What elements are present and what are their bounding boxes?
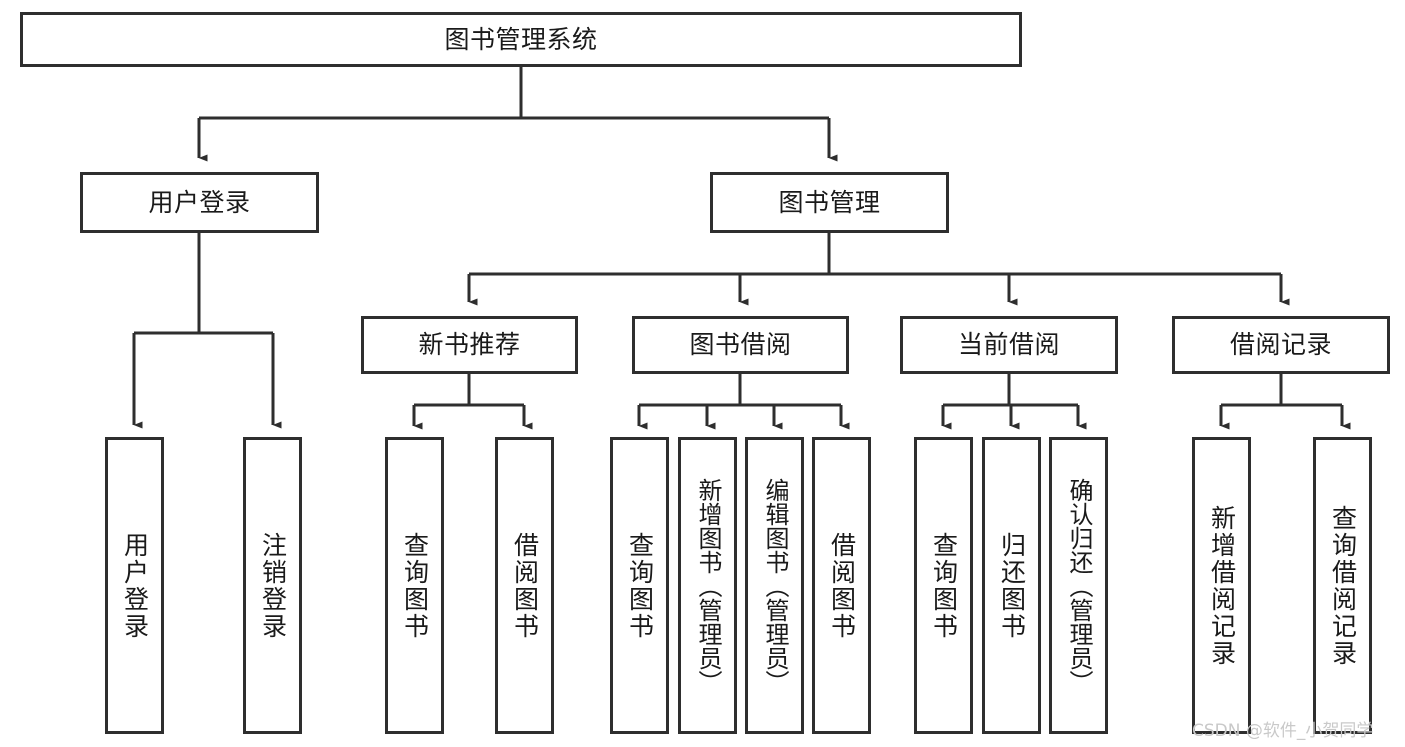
node-label: 注销登录 bbox=[258, 531, 288, 640]
node-leaf-query-book-borrow[interactable]: 查询图书 bbox=[610, 437, 669, 734]
node-leaf-user-login[interactable]: 用户登录 bbox=[105, 437, 164, 734]
node-label: 当前借阅 bbox=[957, 330, 1060, 360]
node-leaf-add-borrow-record[interactable]: 新增借阅记录 bbox=[1192, 437, 1251, 734]
node-book-management[interactable]: 图书管理 bbox=[710, 172, 949, 233]
node-label: 用户登录 bbox=[120, 531, 150, 640]
node-book-borrow[interactable]: 图书借阅 bbox=[632, 316, 849, 374]
node-label: 新书推荐 bbox=[418, 330, 521, 360]
node-current-borrow[interactable]: 当前借阅 bbox=[900, 316, 1118, 374]
node-leaf-confirm-return-admin[interactable]: 确认归还（管理员） bbox=[1049, 437, 1108, 734]
node-leaf-logout[interactable]: 注销登录 bbox=[243, 437, 302, 734]
node-label: 查询图书 bbox=[400, 531, 430, 640]
node-label: 归还图书 bbox=[997, 531, 1027, 640]
node-leaf-borrow-book[interactable]: 借阅图书 bbox=[812, 437, 871, 734]
node-leaf-return-book[interactable]: 归还图书 bbox=[982, 437, 1041, 734]
node-leaf-borrow-book-recommend[interactable]: 借阅图书 bbox=[495, 437, 554, 734]
node-label: 查询图书 bbox=[625, 531, 655, 640]
node-root-book-management-system[interactable]: 图书管理系统 bbox=[20, 12, 1022, 67]
node-label: 查询借阅记录 bbox=[1328, 504, 1358, 667]
node-leaf-add-book-admin[interactable]: 新增图书（管理员） bbox=[678, 437, 737, 734]
node-leaf-query-book-current[interactable]: 查询图书 bbox=[914, 437, 973, 734]
node-label: 用户登录 bbox=[148, 187, 251, 217]
node-label: 图书管理 bbox=[778, 187, 881, 217]
node-leaf-query-book-recommend[interactable]: 查询图书 bbox=[385, 437, 444, 734]
node-label: 新增图书（管理员） bbox=[693, 477, 722, 694]
node-leaf-query-borrow-record[interactable]: 查询借阅记录 bbox=[1313, 437, 1372, 734]
node-label: 借阅图书 bbox=[510, 531, 540, 640]
node-leaf-edit-book-admin[interactable]: 编辑图书（管理员） bbox=[745, 437, 804, 734]
node-label: 查询图书 bbox=[929, 531, 959, 640]
node-borrow-record[interactable]: 借阅记录 bbox=[1172, 316, 1390, 374]
node-label: 确认归还（管理员） bbox=[1064, 477, 1093, 694]
node-new-book-recommend[interactable]: 新书推荐 bbox=[361, 316, 578, 374]
node-label: 借阅记录 bbox=[1229, 330, 1332, 360]
node-label: 新增借阅记录 bbox=[1207, 504, 1237, 667]
node-label: 图书管理系统 bbox=[444, 24, 598, 54]
node-label: 编辑图书（管理员） bbox=[760, 477, 789, 694]
node-label: 借阅图书 bbox=[827, 531, 857, 640]
node-user-login[interactable]: 用户登录 bbox=[80, 172, 319, 233]
node-label: 图书借阅 bbox=[689, 330, 792, 360]
